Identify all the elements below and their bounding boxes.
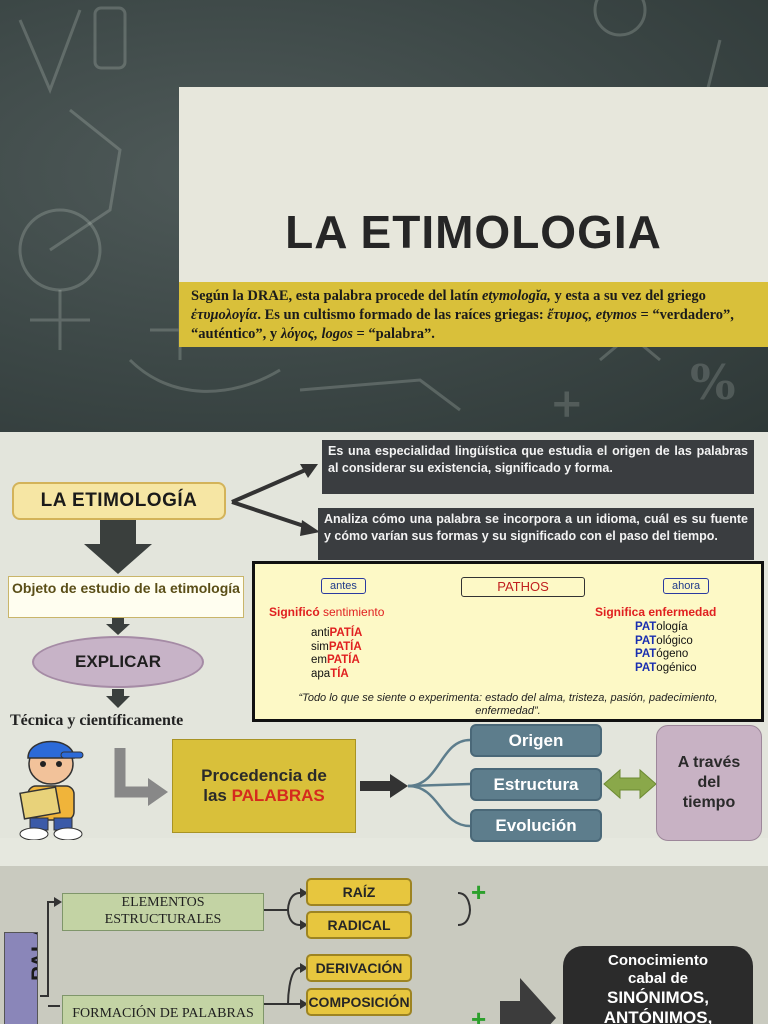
boy-reading-icon bbox=[19, 740, 84, 840]
left-title-red: Significó bbox=[269, 605, 320, 619]
explain-ellipse: EXPLICAR bbox=[32, 636, 204, 688]
palabra-vertical-label: PALABRA bbox=[4, 932, 38, 1024]
slide-word-structure: PALABRA ELEMENTOS ESTRUCTURALES FORMACIÓ… bbox=[0, 866, 768, 1024]
def-text-5: = “palabra”. bbox=[352, 325, 435, 342]
right-word: PATológico bbox=[635, 635, 697, 649]
left-word: simPATÍA bbox=[311, 641, 362, 655]
def-greek-1: ἐτυμολογία bbox=[191, 306, 258, 323]
composicion-tag: COMPOSICIÓN bbox=[306, 988, 412, 1016]
left-word: apaTÍA bbox=[311, 668, 362, 682]
word-prefix: em bbox=[311, 654, 327, 667]
word-formation-box: FORMACIÓN DE PALABRAS bbox=[62, 995, 264, 1024]
chalk-percent: % bbox=[690, 355, 736, 411]
structure-connectors bbox=[40, 888, 556, 1024]
procedencia-line-1: Procedencia de bbox=[201, 765, 327, 785]
word-suffix: ógeno bbox=[656, 648, 689, 661]
right-word-list: PATología PATológico PATógeno PATogénico bbox=[635, 621, 697, 675]
study-object-box: Objeto de estudio de la etimología bbox=[8, 576, 244, 618]
word-suffix: ológico bbox=[656, 634, 693, 647]
right-word: PATología bbox=[635, 621, 697, 635]
procedencia-line-2: las bbox=[203, 786, 232, 805]
etymology-label: LA ETIMOLOGÍA bbox=[12, 482, 226, 520]
knowledge-antonyms: ANTÓNIMOS, bbox=[603, 1008, 713, 1024]
right-meaning-title: Significa enfermedad bbox=[595, 605, 717, 619]
slide-title: % + LA ETIMOLOGIA Según la DRAE, esta pa… bbox=[0, 0, 768, 432]
antes-label: antes bbox=[321, 578, 366, 594]
definition-box: Según la DRAE, esta palabra procede del … bbox=[179, 282, 768, 347]
def-text-3: . Es un cultismo formado de las raíces g… bbox=[257, 306, 548, 323]
def-text-4: = “verdadero”, “auténtico”, y bbox=[191, 306, 734, 342]
word-root: PATÍA bbox=[326, 654, 360, 667]
word-root: PAT bbox=[635, 661, 657, 674]
word-root: PAT bbox=[635, 648, 657, 661]
procedencia-red-word: PALABRAS bbox=[231, 786, 325, 805]
title-panel: LA ETIMOLOGIA bbox=[179, 87, 768, 282]
ahora-label: ahora bbox=[663, 578, 710, 594]
knowledge-line-1: Conocimiento cabal de bbox=[608, 952, 708, 987]
evolution-pill: Evolución bbox=[470, 809, 602, 842]
definition-text-2: Analiza cómo una palabra se incorpora a … bbox=[318, 508, 754, 560]
word-prefix: anti bbox=[311, 627, 330, 639]
through-time-box: A través del tiempo bbox=[656, 725, 762, 841]
def-text-2: y esta a su vez del griego bbox=[550, 288, 706, 304]
chalk-plus: + bbox=[550, 380, 584, 427]
left-word: antiPATÍA bbox=[311, 627, 362, 641]
knowledge-synonyms: SINÓNIMOS, bbox=[606, 988, 709, 1007]
slide-concept-map: LA ETIMOLOGÍA Es una especialidad lingüí… bbox=[0, 432, 768, 842]
structure-pill: Estructura bbox=[470, 768, 602, 801]
word-root: PATÍA bbox=[329, 627, 363, 639]
radical-tag: RADICAL bbox=[306, 911, 412, 939]
slide-title-text: LA ETIMOLOGIA bbox=[285, 206, 662, 258]
origin-of-words-box: Procedencia de las PALABRAS bbox=[172, 739, 356, 833]
pathos-label: PATHOS bbox=[461, 577, 585, 597]
word-prefix: sim bbox=[311, 640, 329, 653]
word-suffix: ología bbox=[656, 621, 688, 633]
word-prefix: apa bbox=[311, 667, 331, 680]
left-meaning-title: Significó sentimiento bbox=[269, 605, 384, 619]
word-root: TÍA bbox=[330, 667, 349, 680]
derivacion-tag: DERIVACIÓN bbox=[306, 954, 412, 982]
left-title-rest: sentimiento bbox=[319, 605, 385, 619]
origin-pill: Origen bbox=[470, 724, 602, 757]
palabra-text: PALABRA bbox=[27, 933, 37, 981]
def-greek-2: ἔτυμος, etymos bbox=[547, 306, 637, 323]
word-root: PATÍA bbox=[328, 640, 362, 653]
structural-elements-box: ELEMENTOS ESTRUCTURALES bbox=[62, 893, 264, 931]
traves-line-3: tiempo bbox=[682, 794, 736, 811]
knowledge-box: Conocimiento cabal de SINÓNIMOS, ANTÓNIM… bbox=[563, 946, 753, 1024]
pathos-quote: “Todo lo que se siente o experimenta: es… bbox=[298, 692, 718, 718]
traves-line-2: del bbox=[697, 774, 721, 791]
definition-text-1: Es una especialidad lingüística que estu… bbox=[322, 440, 754, 494]
left-word: emPATÍA bbox=[311, 654, 362, 668]
def-text-1: Según la DRAE, esta palabra procede del … bbox=[191, 288, 482, 304]
traves-line-1: A través bbox=[677, 754, 741, 771]
technique-label: Técnica y científicamente bbox=[10, 712, 184, 729]
word-root: PAT bbox=[635, 634, 657, 647]
right-word: PATógeno bbox=[635, 648, 697, 662]
def-latin: etymologĭa, bbox=[481, 288, 551, 304]
pathos-example-panel: antes PATHOS ahora Significó sentimiento… bbox=[252, 561, 764, 722]
raiz-tag: RAÍZ bbox=[306, 878, 412, 906]
def-greek-3: λόγος, logos bbox=[280, 325, 353, 342]
right-word: PATogénico bbox=[635, 662, 697, 676]
word-root: PAT bbox=[635, 621, 657, 633]
plus-icon: + bbox=[471, 1004, 487, 1024]
plus-icon: + bbox=[471, 877, 487, 907]
left-word-list: antiPATÍA simPATÍA emPATÍA apaTÍA bbox=[311, 627, 362, 681]
word-suffix: ogénico bbox=[656, 661, 697, 674]
